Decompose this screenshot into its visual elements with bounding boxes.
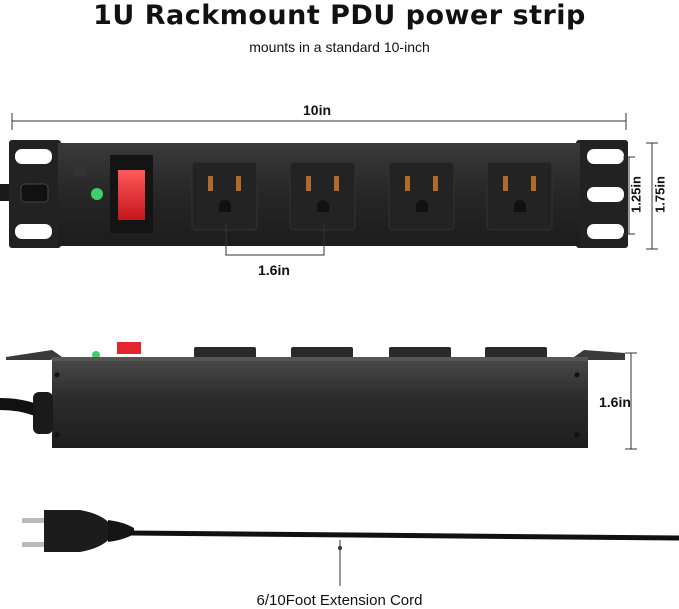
cord-caption: 6/10Foot Extension Cord bbox=[256, 592, 423, 609]
power-switch bbox=[118, 170, 145, 220]
width-dimension-line bbox=[11, 113, 627, 130]
power-indicator-light bbox=[91, 188, 103, 200]
bracket-hole bbox=[15, 224, 52, 239]
side-height-dimension bbox=[625, 352, 637, 450]
bracket-hole bbox=[587, 187, 624, 202]
indicator-off bbox=[74, 165, 86, 177]
outlet bbox=[289, 161, 356, 231]
bracket-hole bbox=[587, 224, 624, 239]
outlet bbox=[486, 161, 553, 231]
side-switch bbox=[117, 342, 141, 354]
pdu-side-view bbox=[0, 342, 625, 448]
outlet bbox=[191, 161, 258, 231]
width-label: 10in bbox=[303, 102, 332, 118]
side-height-label: 1.6in bbox=[599, 394, 631, 410]
pdu-front-view bbox=[0, 140, 628, 248]
page-subtitle: mounts in a standard 10-inch bbox=[249, 39, 430, 55]
page-title: 1U Rackmount PDU power strip bbox=[93, 0, 586, 31]
hole-spacing-label: 1.25in bbox=[628, 176, 644, 213]
strain-relief bbox=[33, 392, 53, 434]
side-body bbox=[52, 357, 588, 448]
bracket-hole bbox=[15, 149, 52, 164]
outlet-spacing-line bbox=[225, 223, 325, 256]
height-dimension-lines bbox=[623, 142, 658, 250]
plug-and-cord bbox=[22, 510, 679, 586]
cord-clamp bbox=[20, 183, 49, 203]
height-label: 1.75in bbox=[652, 176, 668, 213]
bracket-hole bbox=[587, 149, 624, 164]
plug-head bbox=[44, 510, 110, 552]
outlet bbox=[388, 161, 455, 231]
outlet-spacing-label: 1.6in bbox=[258, 262, 290, 278]
